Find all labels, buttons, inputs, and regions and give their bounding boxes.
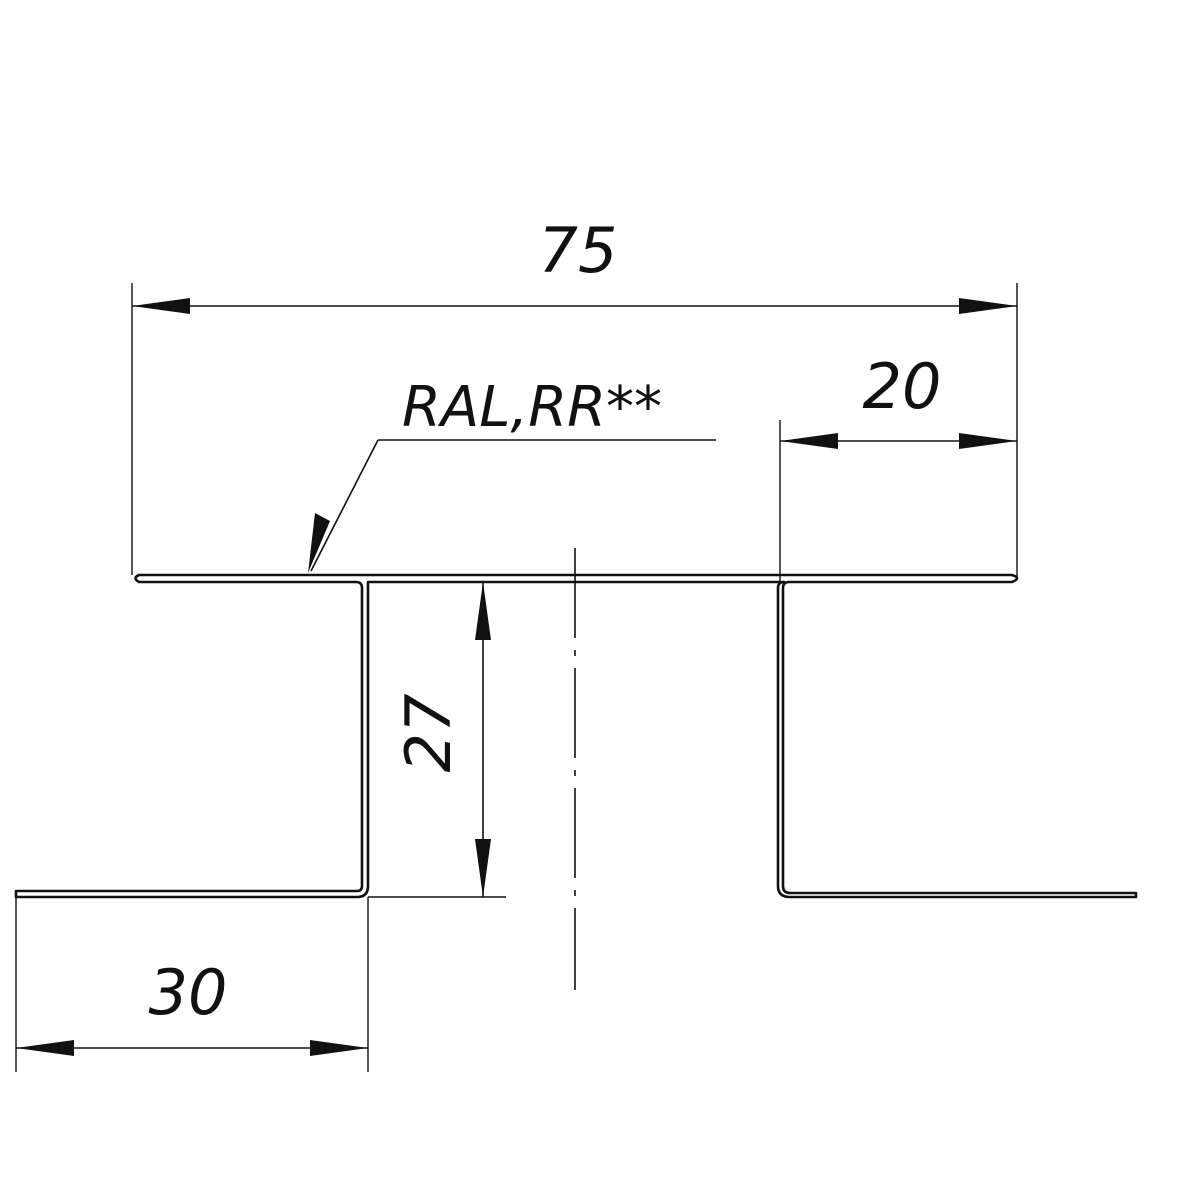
finish-note-text: RAL,RR** [402, 375, 662, 440]
dimension-right-flange: 20 [779, 350, 1017, 582]
arrow-right-icon [959, 298, 1017, 314]
dimension-label-depth: 27 [392, 694, 465, 773]
arrow-up-icon [475, 582, 491, 640]
arrow-down-icon [475, 839, 491, 897]
dimension-label-overall-width: 75 [539, 214, 618, 287]
dimension-overall-width: 75 [131, 214, 1018, 578]
arrow-left-icon [780, 433, 838, 449]
leader-line [310, 439, 379, 572]
dimension-depth: 27 [368, 582, 506, 898]
arrow-right-icon [310, 1040, 368, 1056]
arrow-left-icon [16, 1040, 74, 1056]
dimension-bottom-flange: 30 [15, 891, 369, 1072]
dimension-label-right-flange: 20 [863, 350, 942, 423]
arrow-left-icon [132, 298, 190, 314]
finish-note: RAL,RR** [308, 375, 716, 573]
leader-arrow-icon [308, 513, 330, 573]
profile-outline [14, 573, 1138, 899]
arrow-right-icon [959, 433, 1017, 449]
dimension-label-bottom-flange: 30 [149, 956, 228, 1029]
